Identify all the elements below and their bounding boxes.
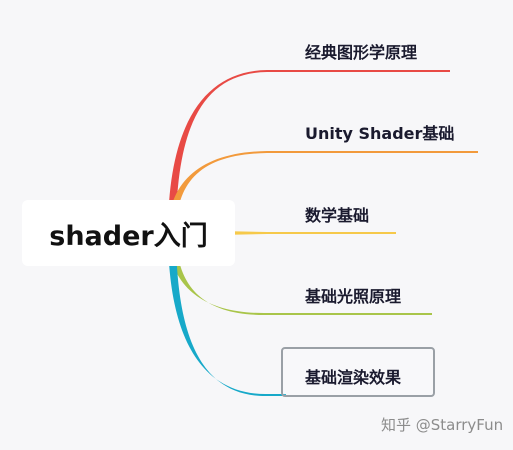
- root-node-label: shader入门: [49, 220, 208, 252]
- branch-label-basic-rendering[interactable]: 基础渲染效果: [305, 368, 402, 387]
- branch-label-classic-graphics[interactable]: 经典图形学原理: [305, 43, 418, 62]
- watermark: 知乎 @StarryFun: [381, 416, 504, 434]
- branch-label-basic-lighting[interactable]: 基础光照原理: [305, 287, 402, 306]
- root-node[interactable]: shader入门: [22, 200, 235, 266]
- branch-label-math-basics[interactable]: 数学基础: [305, 206, 370, 225]
- selected-branch-box[interactable]: [281, 347, 435, 397]
- branch-label-unity-shader-basics[interactable]: Unity Shader基础: [305, 124, 455, 143]
